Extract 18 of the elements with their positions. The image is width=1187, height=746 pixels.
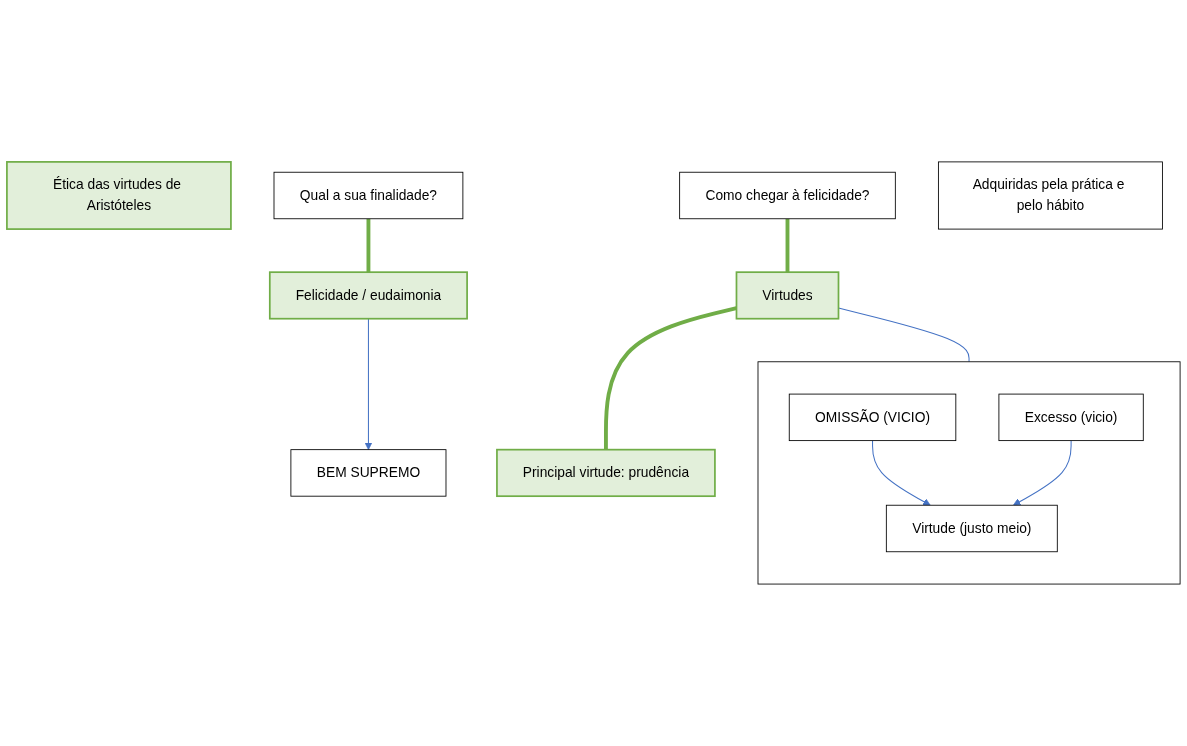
node-box: Qual a sua finalidade? bbox=[273, 171, 464, 220]
node-box: Excesso (vicio) bbox=[998, 393, 1144, 442]
node-box: Como chegar à felicidade? bbox=[679, 171, 896, 220]
arrow bbox=[364, 318, 373, 450]
cluster bbox=[757, 361, 1181, 585]
connector bbox=[604, 306, 737, 450]
node-box: Ética das virtudes de Aristóteles bbox=[6, 161, 232, 230]
node-box: Principal virtude: prudência bbox=[496, 448, 716, 498]
arrow bbox=[1013, 440, 1072, 506]
node-box: Felicidade / eudaimonia bbox=[268, 271, 468, 320]
connector bbox=[366, 218, 371, 273]
node-box: Virtude (justo meio) bbox=[885, 504, 1058, 553]
node-box: OMISSÃO (VICIO) bbox=[788, 393, 957, 442]
connector bbox=[785, 218, 790, 273]
arrow bbox=[872, 440, 931, 506]
node-box: BEM SUPREMO bbox=[290, 449, 447, 497]
node-box: Virtudes bbox=[735, 271, 840, 320]
node-box: Adquiridas pela prática e pelo hábito bbox=[938, 161, 1163, 230]
